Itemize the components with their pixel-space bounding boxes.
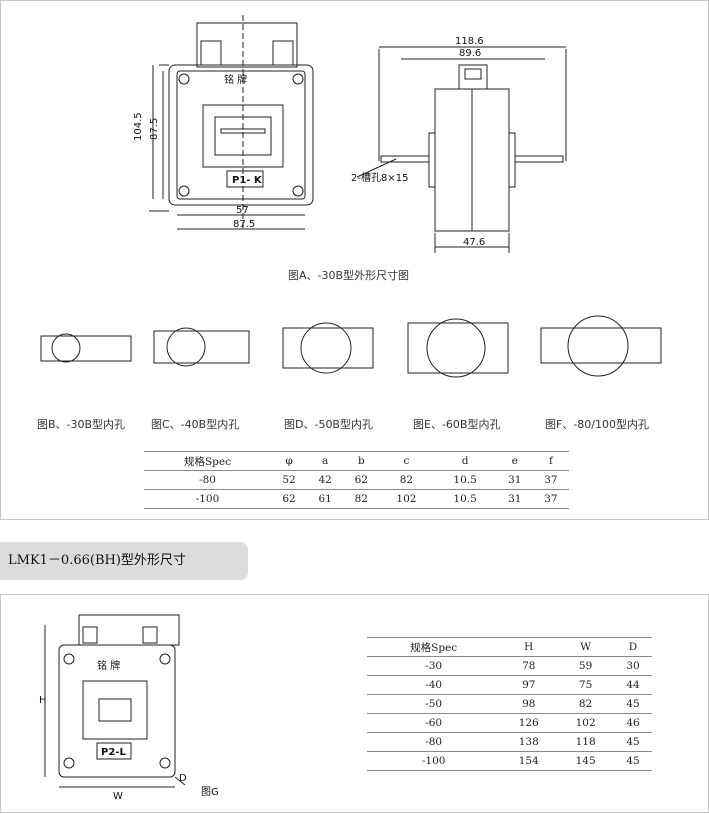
dim-depth-inner: 89.6 [459,48,481,59]
model-title-tab: LMK1－0.66(BH)型外形尺寸 [0,542,248,580]
table-row: -80 52 42 62 82 10.5 31 37 [144,470,569,490]
table-cell: 82 [557,694,615,714]
table-cell: 62 [343,470,380,490]
dim-d: D [179,773,187,784]
figure-g-caption: 图G [201,786,219,798]
aperture-caption-f: 图F、-80/100型内孔 [545,418,649,431]
table-header-cell: b [343,451,380,471]
table-cell: 118 [557,732,615,752]
table-cell: 31 [496,489,533,509]
table-cell: 145 [557,751,615,771]
table-cell: 102 [557,713,615,733]
table-cell: 102 [379,489,434,509]
table-cell: 42 [307,470,344,490]
table-cell: -30 [367,656,501,676]
aperture-caption-d: 图D、-50B型内孔 [284,418,373,431]
table-cell: -60 [367,713,501,733]
dim-height-inner: 87.5 [149,118,160,140]
dim-width-outer: 87.5 [233,219,255,230]
table-cell: 138 [500,732,558,752]
table-header-cell: e [496,451,533,471]
dim-depth-total: 118.6 [455,36,484,47]
table-cell: 10.5 [433,470,497,490]
aperture-caption-c: 图C、-40B型内孔 [151,418,240,431]
table-cell: 62 [271,489,308,509]
table-row: -100 62 61 82 102 10.5 31 37 [144,489,569,509]
table-header-cell: 规格Spec [367,637,501,657]
figure-a-drawing: 铭 牌 P1- K 104.5 87.5 57 87.5 118.6 89.6 … [40,15,662,378]
table-cell: -50 [367,694,501,714]
table-cell: 45 [614,751,652,771]
table-cell: 52 [271,470,308,490]
dim-width-inner: 57 [236,205,249,216]
table-cell: -80 [144,470,271,490]
figure-g-drawing: 铭 牌 P2-L H W D 图G [39,614,219,802]
table-header-cell: f [532,451,569,471]
table-cell: 126 [500,713,558,733]
table-cell: 59 [557,656,615,676]
table-header-cell: c [379,451,434,471]
table-header-row: 规格Spec H W D [367,637,652,657]
aperture-caption-e: 图E、-60B型内孔 [413,418,501,431]
nameplate-label-g: 铭 牌 [97,659,120,672]
table-cell: 82 [379,470,434,490]
table-cell: 61 [307,489,344,509]
table-cell: -40 [367,675,501,695]
table-cell: 154 [500,751,558,771]
aperture-caption-b: 图B、-30B型内孔 [37,418,126,431]
table-cell: 46 [614,713,652,733]
table-header-cell: a [307,451,344,471]
table-header-cell: d [433,451,497,471]
nameplate-label-a: 铭 牌 [224,73,247,86]
outline-dimension-panel: 铭 牌 P1- K 104.5 87.5 57 87.5 118.6 89.6 … [0,0,709,520]
table-cell: 10.5 [433,489,497,509]
table-header-cell: D [614,637,652,657]
table-header-cell: 规格Spec [144,451,271,471]
table-cell: 78 [500,656,558,676]
table-header-row: 规格Spec φ a b c d e f [144,451,569,471]
table-header-cell: H [500,637,558,657]
table-header-cell: W [557,637,615,657]
table-cell: -100 [367,751,501,771]
dim-slot: 2-槽孔8×15 [351,171,408,184]
table-cell: 97 [500,675,558,695]
dim-h: H [39,695,47,706]
table-cell: 82 [343,489,380,509]
terminal-label-g: P2-L [101,747,126,758]
table-cell: 44 [614,675,652,695]
table-cell: 31 [496,470,533,490]
dim-w: W [113,791,123,802]
table-cell: -100 [144,489,271,509]
dim-height-outer: 104.5 [133,112,144,141]
terminal-label-a: P1- K [232,175,263,186]
figure-a-caption: 图A、-30B型外形尺寸图 [288,269,410,282]
aperture-spec-table: 规格Spec φ a b c d e f -80 52 42 62 82 10.… [144,451,569,509]
table-cell: 75 [557,675,615,695]
table-cell: 37 [532,489,569,509]
table-cell: 37 [532,470,569,490]
dim-depth-body: 47.6 [463,237,485,248]
table-cell: 30 [614,656,652,676]
table-cell: 45 [614,694,652,714]
table-cell: 98 [500,694,558,714]
table-cell: -80 [367,732,501,752]
table-cell: 45 [614,732,652,752]
table-header-cell: φ [271,451,308,471]
